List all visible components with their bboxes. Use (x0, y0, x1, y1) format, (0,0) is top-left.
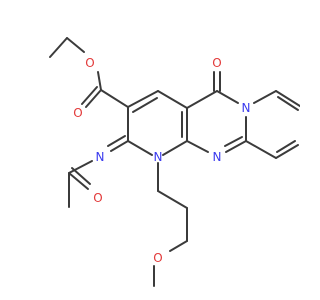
bond-ethyl-ch2-o (66, 37, 85, 53)
bond-c6-c7 (275, 90, 300, 108)
bond-ester-c-ring (100, 89, 129, 108)
bond-chain-o (169, 240, 188, 252)
bond-ring-c3-c4 (127, 90, 159, 108)
pyrimidine-nitrogen: N (213, 150, 222, 164)
bond-c11a-n (225, 140, 247, 153)
bond-c6-c7-inner (277, 96, 299, 111)
bond-c4a-c5 (186, 90, 218, 109)
acetyl-oxygen: O (93, 191, 102, 205)
bond-c2-n-double-1 (110, 140, 129, 152)
ester-carbonyl-oxygen: O (73, 106, 82, 120)
ketone-oxygen: O (212, 56, 221, 70)
bond-c11a-n-inner (224, 136, 243, 147)
bond-ethyl-ch3-ch2 (49, 37, 68, 58)
bond-ester-c-o-double-2 (81, 86, 98, 105)
molecule-canvas: O O O N N N N O O (49, 37, 300, 287)
bond-c2-n-double-2 (107, 135, 126, 147)
bond-c10-c9 (275, 144, 299, 159)
bond-o-carbonyl-c (97, 71, 102, 91)
bond-chain-1 (157, 190, 188, 209)
bond-c11a-c10 (245, 140, 277, 159)
imine-nitrogen: N (96, 150, 105, 164)
bond-ring-c10a-n1 (162, 140, 188, 156)
bond-ring-c3-c4-inner (132, 97, 158, 113)
bond-ring-c4-c4a (157, 90, 188, 109)
bond-c5-n (216, 90, 239, 104)
bond-imine-n-acetyl-c (68, 160, 93, 174)
bond-n-c6 (253, 90, 277, 104)
bond-c10-c9-inner (276, 140, 296, 153)
bond-acetyl-c-o-2 (71, 167, 91, 185)
pyrimidinone-nitrogen: N (242, 101, 251, 115)
methoxy-oxygen: O (153, 251, 162, 265)
bond-ring-n1-c2 (127, 140, 153, 156)
ring-nitrogen-1: N (154, 150, 163, 164)
bond-ester-c-o-double-1 (85, 89, 102, 108)
ester-ether-oxygen: O (85, 56, 94, 70)
structure-diagram: O O O N N N N O O (49, 37, 300, 287)
bond-acetyl-c-o-1 (68, 172, 89, 190)
bond-n-c10a (186, 140, 209, 153)
